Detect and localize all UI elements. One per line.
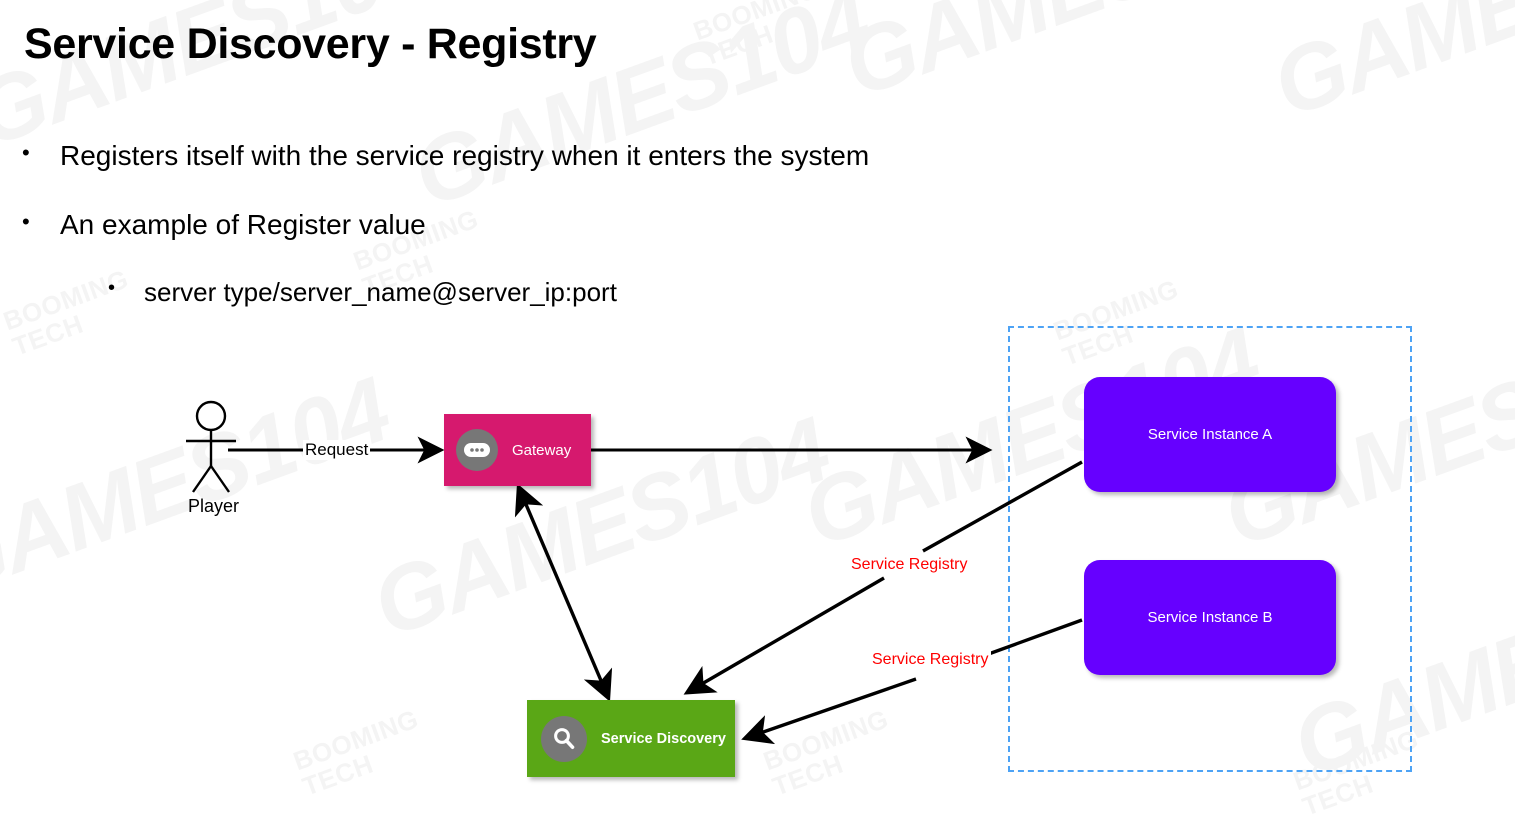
bullet-item-1: • Registers itself with the service regis… <box>22 140 869 172</box>
edge-label-request: Request <box>303 440 371 460</box>
bullet-text: server type/server_name@server_ip:port <box>144 277 617 307</box>
bullet-item-2: • An example of Register value <box>22 209 426 241</box>
player-actor-icon <box>186 400 236 493</box>
node-service-instance-b[interactable]: Service Instance B <box>1084 560 1336 675</box>
node-service-discovery[interactable]: Service Discovery <box>527 700 735 777</box>
bullet-text: An example of Register value <box>60 209 426 240</box>
magnifier-icon <box>541 715 587 762</box>
bullet-text: Registers itself with the service regist… <box>60 140 870 171</box>
bullet-marker: • <box>22 209 30 234</box>
bullet-marker: • <box>108 277 116 299</box>
edge-instance-a-to-discovery-seg1 <box>922 460 1083 553</box>
player-actor-label: Player <box>188 496 240 516</box>
edge-instance-a-to-discovery-seg2 <box>683 576 885 695</box>
node-service-discovery-label: Service Discovery <box>601 730 726 747</box>
edge-label-service-registry-b: Service Registry <box>869 651 992 669</box>
edge-instance-b-to-discovery-seg2 <box>741 677 917 745</box>
node-gateway-label: Gateway <box>512 441 572 459</box>
page-title: Service Discovery - Registry <box>24 20 597 68</box>
node-service-instance-a[interactable]: Service Instance A <box>1084 377 1336 492</box>
node-service-instance-a-label: Service Instance A <box>1147 426 1273 443</box>
edge-label-service-registry-a: Service Registry <box>848 556 971 574</box>
service-zone-boundary <box>1008 326 1412 772</box>
node-service-instance-b-label: Service Instance B <box>1147 609 1273 626</box>
edge-gateway-discovery <box>514 483 613 702</box>
node-gateway[interactable]: Gateway <box>444 414 591 486</box>
bullet-item-3: • server type/server_name@server_ip:port <box>108 277 617 308</box>
gateway-dots-icon <box>456 429 498 471</box>
bullet-marker: • <box>22 140 30 165</box>
